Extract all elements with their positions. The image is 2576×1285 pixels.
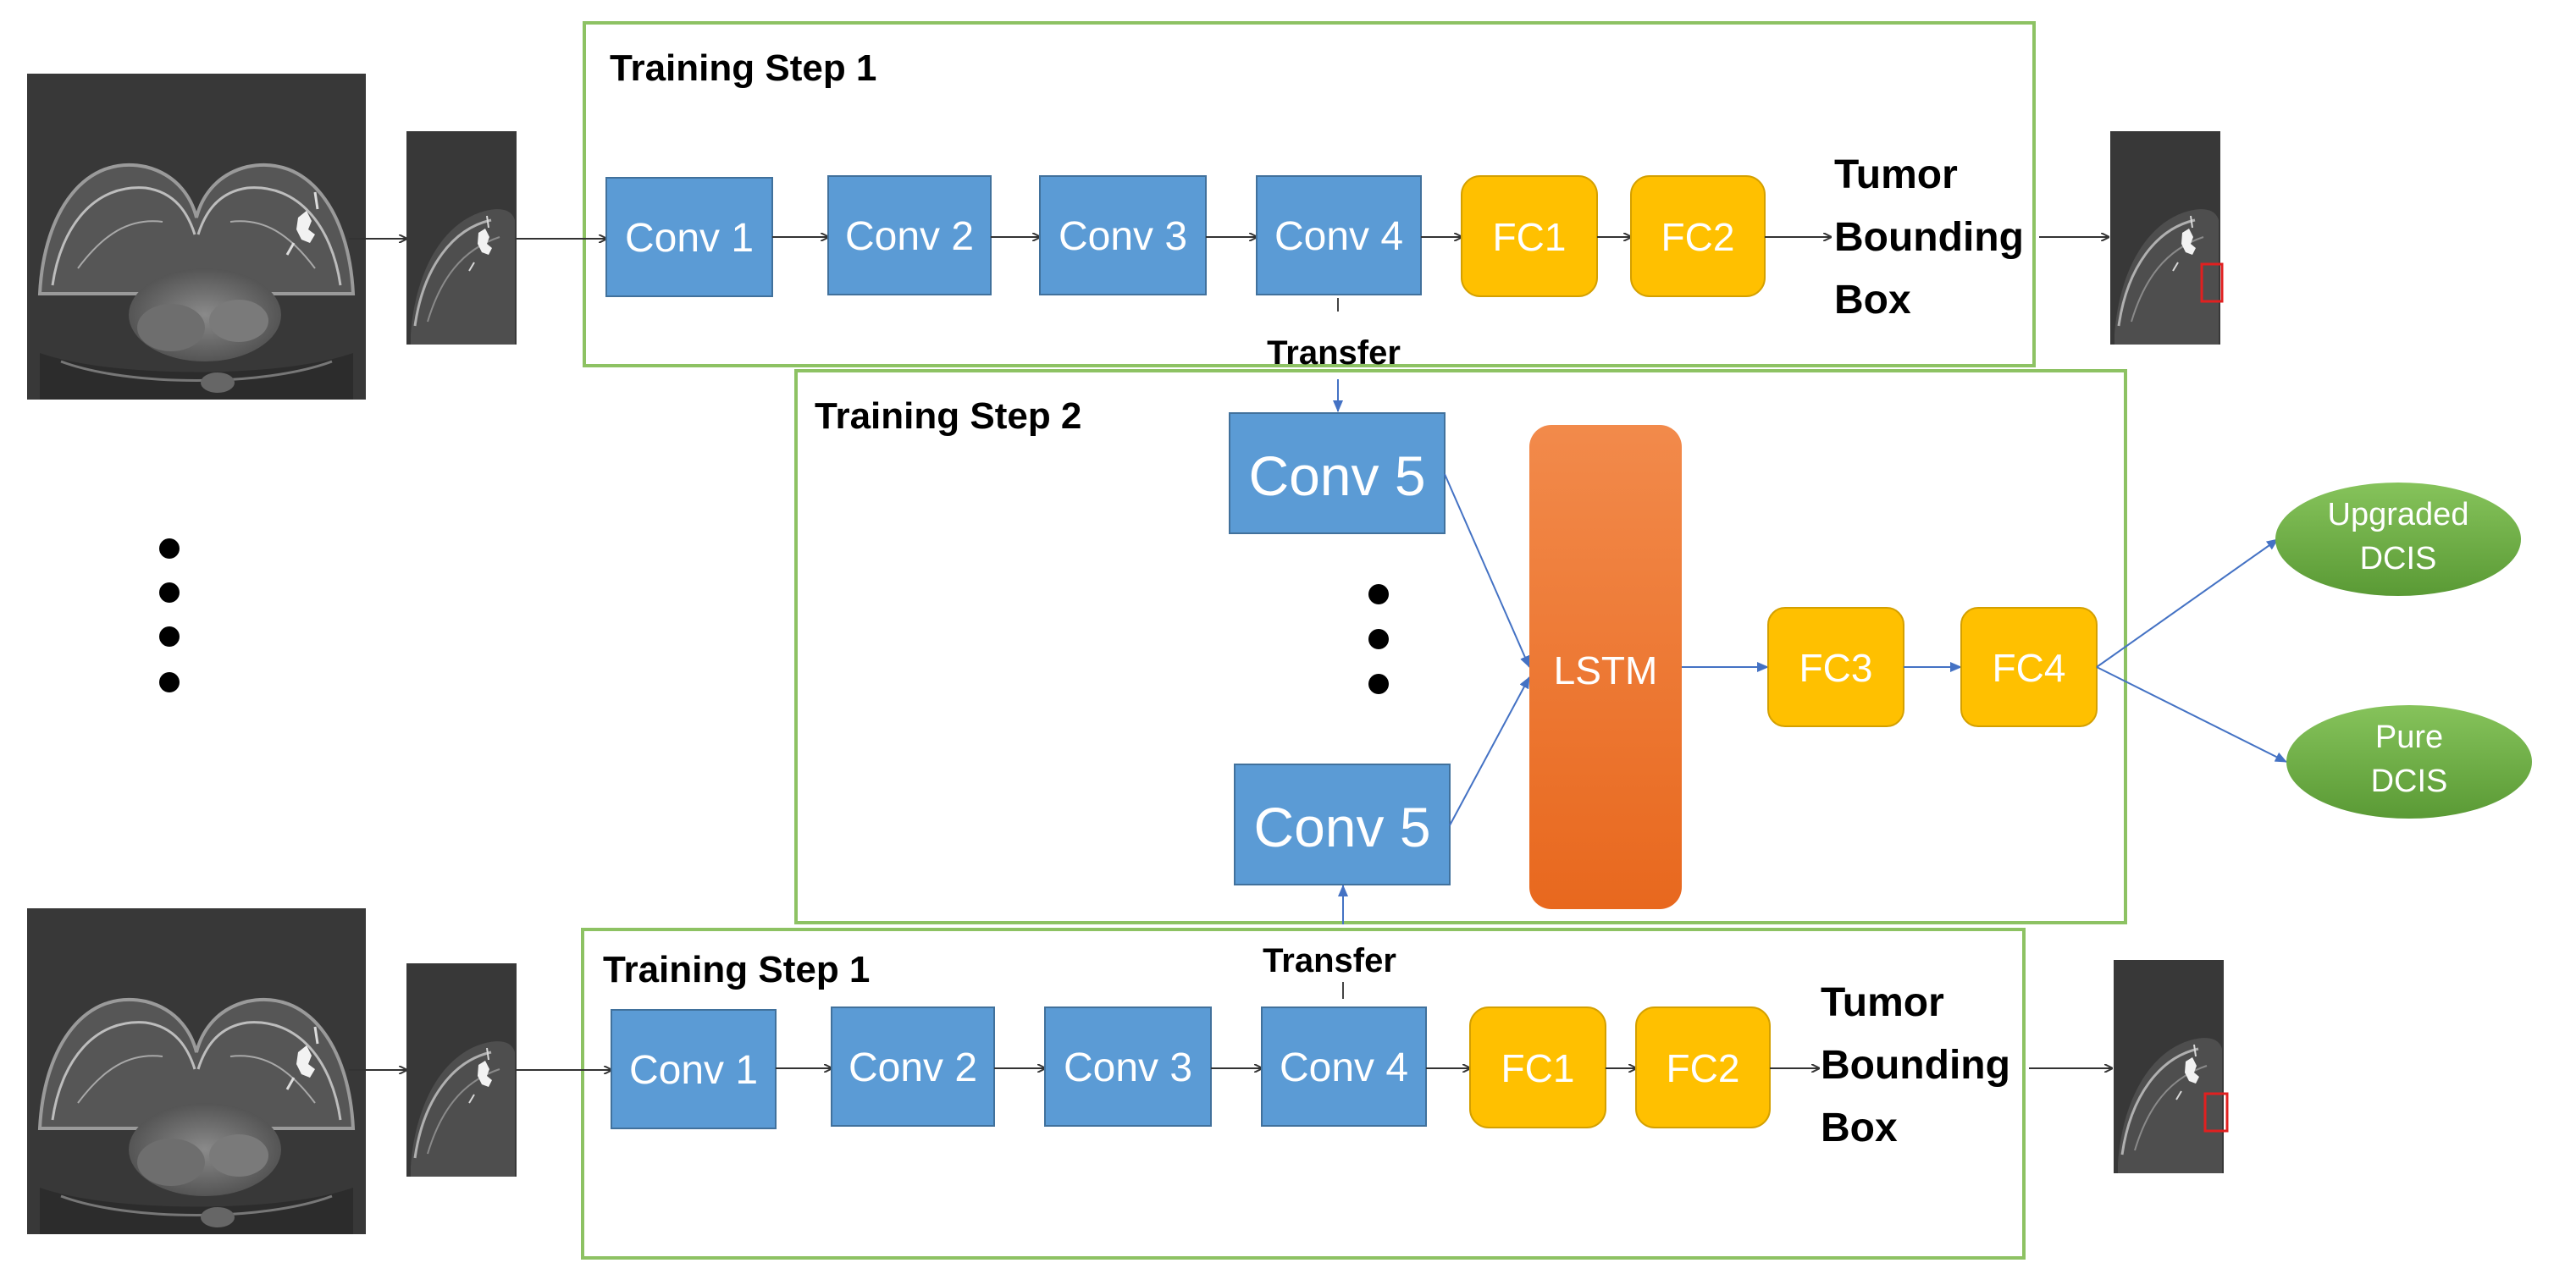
conv5-label-top: Conv 5 <box>1248 444 1425 507</box>
output-label-line2-top: Bounding <box>1834 215 2024 260</box>
conv3-label-bottom: Conv 3 <box>1064 1045 1192 1090</box>
training-step2-frame <box>794 369 2127 924</box>
arrow-conv5bottom-lstm <box>1449 676 1530 826</box>
cropped-mri-image-top <box>405 130 518 346</box>
output-label-line2-bottom: Bounding <box>1821 1043 2010 1088</box>
pure-dcis-line1: Pure <box>2375 720 2443 755</box>
conv3-block-top <box>1039 175 1207 295</box>
red-bounding-box-top <box>2200 262 2224 303</box>
conv2-label-bottom: Conv 2 <box>849 1045 977 1090</box>
conv1-label-top: Conv 1 <box>625 216 754 261</box>
bounding-box-result-image-bottom <box>2112 958 2229 1175</box>
conv4-block-top <box>1256 175 1422 295</box>
pure-dcis-output <box>2286 705 2532 819</box>
output-label-line3-bottom: Box <box>1821 1106 1898 1150</box>
fc1-label-top: FC1 <box>1493 215 1567 259</box>
pure-dcis-line2: DCIS <box>2371 764 2448 799</box>
conv2-block-top <box>827 175 992 295</box>
vertical-ellipsis-left <box>159 538 180 692</box>
output-label-line1-bottom: Tumor <box>1821 980 1944 1025</box>
fc4-label: FC4 <box>1993 646 2066 690</box>
lstm-label: LSTM <box>1554 648 1658 692</box>
cropped-mri-image-bottom <box>405 962 518 1178</box>
conv4-label-top: Conv 4 <box>1274 214 1403 259</box>
arrow-fc4-pure <box>2096 666 2287 763</box>
conv3-block-bottom <box>1044 1006 1212 1127</box>
conv1-label-bottom: Conv 1 <box>629 1048 758 1093</box>
conv4-label-bottom: Conv 4 <box>1280 1045 1408 1090</box>
conv5-label-bottom: Conv 5 <box>1253 796 1430 858</box>
fc3-label: FC3 <box>1799 646 1873 690</box>
conv1-block-top <box>605 177 773 297</box>
red-bounding-box-bottom <box>2203 1092 2229 1133</box>
training-step1-title-top: Training Step 1 <box>610 47 876 89</box>
conv2-label-top: Conv 2 <box>845 214 974 259</box>
training-step1-title-bottom: Training Step 1 <box>603 949 870 990</box>
upgraded-dcis-output <box>2275 483 2521 596</box>
arrow-conv5top-lstm <box>1444 473 1530 668</box>
fc2-label-top: FC2 <box>1661 215 1735 259</box>
conv1-block-bottom <box>611 1009 777 1129</box>
conv4-block-bottom <box>1261 1006 1427 1127</box>
mri-scan-image-bottom <box>25 907 368 1236</box>
transfer-label-top: Transfer <box>1267 334 1401 372</box>
training-step1-frame-top <box>583 21 2036 367</box>
output-label-line1-top: Tumor <box>1834 152 1958 197</box>
arrow-fc4-upgraded <box>2096 538 2279 668</box>
training-step1-frame-bottom <box>581 928 2026 1260</box>
output-label-line3-top: Box <box>1834 278 1911 323</box>
fc2-label-bottom: FC2 <box>1667 1046 1740 1090</box>
conv3-label-top: Conv 3 <box>1059 214 1187 259</box>
bounding-box-result-image-top <box>2109 130 2224 346</box>
mri-scan-image-top <box>25 72 368 401</box>
conv2-block-bottom <box>831 1006 995 1127</box>
conv5-block-top <box>1229 412 1446 534</box>
vertical-ellipsis-center <box>1368 584 1389 694</box>
training-step2-title: Training Step 2 <box>815 395 1081 437</box>
upgraded-dcis-line1: Upgraded <box>2328 497 2469 532</box>
upgraded-dcis-line2: DCIS <box>2360 541 2437 576</box>
lstm-block <box>1529 425 1682 909</box>
fc1-label-bottom: FC1 <box>1501 1046 1575 1090</box>
transfer-label-bottom: Transfer <box>1263 942 1396 979</box>
